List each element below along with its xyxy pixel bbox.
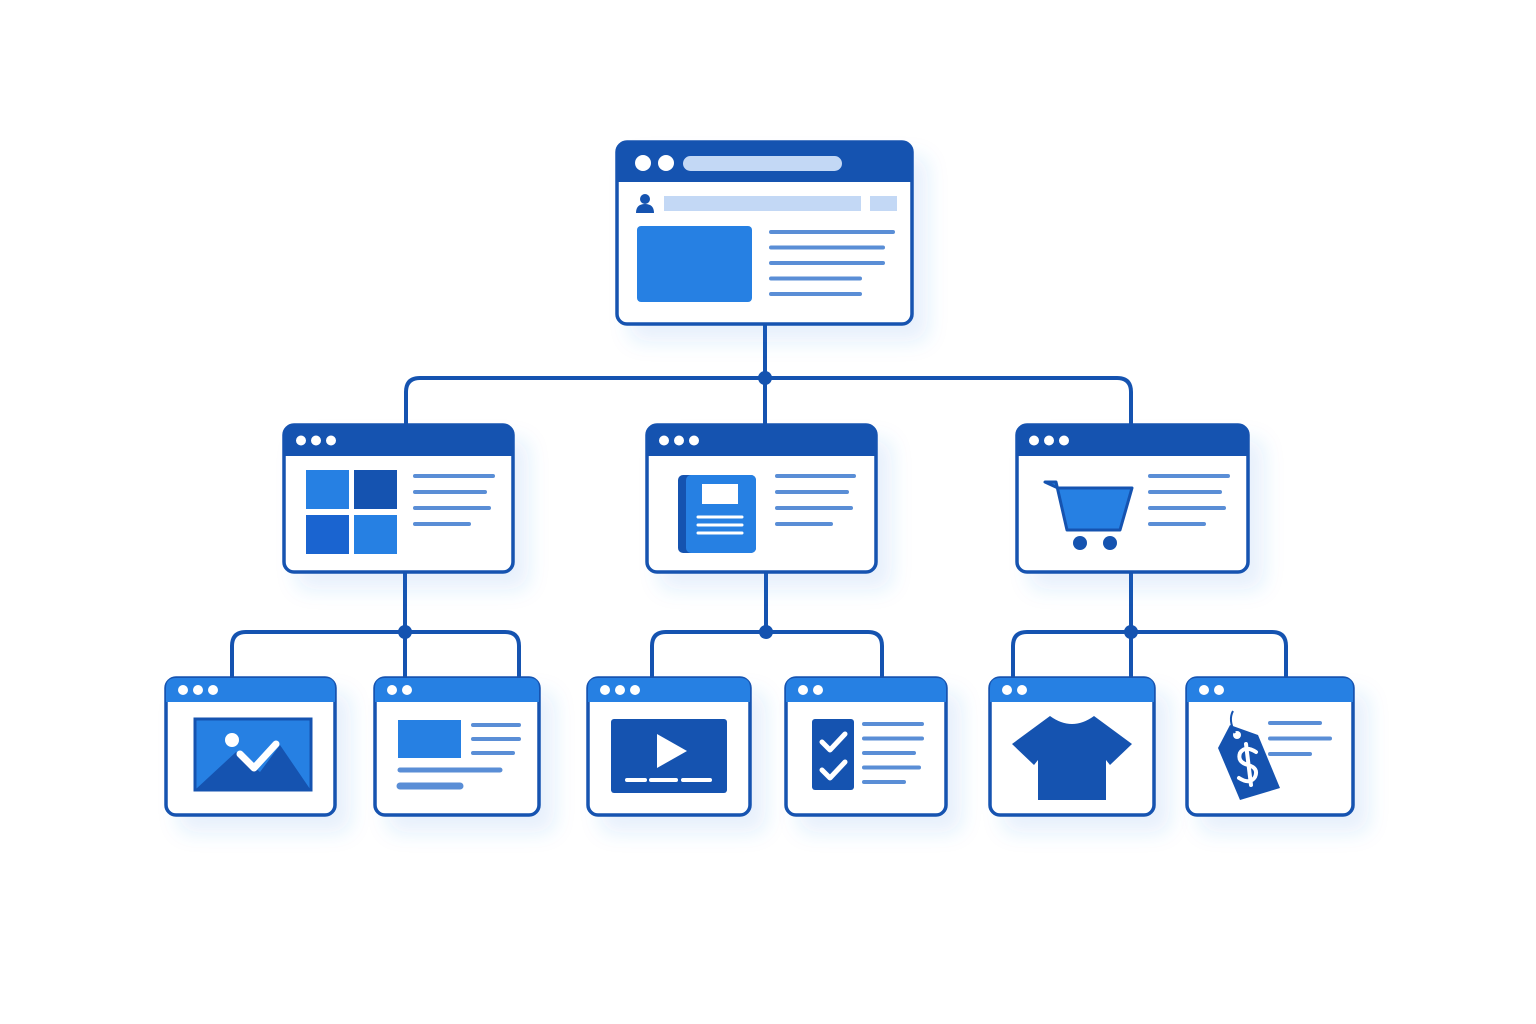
price-tag-icon: [1218, 710, 1280, 800]
window-control-dot: [1029, 435, 1039, 446]
window-control-dot: [798, 685, 808, 695]
window-control-dot: [600, 685, 610, 695]
cart-basket: [1043, 480, 1134, 532]
hero-image-block: [637, 226, 752, 302]
node-checklist: [784, 676, 948, 817]
window-control-dot: [326, 435, 336, 446]
window-control-dot: [1059, 435, 1069, 446]
window-control-dot: [689, 435, 699, 446]
search-bar: [664, 196, 861, 211]
cart-wheel: [1073, 536, 1087, 550]
window-title-bar: [990, 678, 1154, 702]
window-control-dot: [387, 685, 397, 695]
node-homepage: [615, 140, 914, 326]
connector-line: [230, 630, 521, 680]
grid-tile: [354, 470, 397, 509]
video-play-icon: [611, 719, 727, 793]
window-control-dot: [630, 685, 640, 695]
window-control-dot: [1044, 435, 1054, 446]
window-control-dot: [635, 155, 651, 171]
window-title-bar: [166, 678, 335, 702]
window-control-dot: [193, 685, 203, 695]
window-title-bar: [375, 678, 539, 702]
window-control-dot: [402, 685, 412, 695]
play-triangle: [657, 734, 687, 768]
window-title-bar: [588, 678, 750, 702]
window-control-dot: [658, 155, 674, 171]
node-product: [988, 676, 1156, 817]
check-mark: [819, 759, 848, 781]
tshirt-icon: [1012, 716, 1132, 800]
window-title-bar: [647, 425, 876, 456]
user-icon: [636, 194, 654, 213]
search-button: [870, 196, 897, 211]
junction-dot: [1124, 625, 1138, 639]
node-video: [586, 676, 752, 817]
article-image-block: [398, 720, 461, 758]
document-icon: [678, 475, 756, 553]
window-control-dot: [1002, 685, 1012, 695]
connector-line: [1011, 630, 1288, 680]
window-control-dot: [615, 685, 625, 695]
node-document: [645, 423, 878, 574]
window-title-bar: [1187, 678, 1353, 702]
check-mark: [236, 740, 280, 772]
node-pricing: [1185, 676, 1355, 817]
dollar-sign: [1237, 742, 1259, 787]
window-control-dot: [674, 435, 684, 446]
connector-line: [404, 376, 1133, 427]
tag-string: [1229, 710, 1236, 734]
window-control-dot: [659, 435, 669, 446]
grid-tile: [306, 515, 349, 554]
cart-wheel: [1103, 536, 1117, 550]
window-control-dot: [813, 685, 823, 695]
window-title-bar: [284, 425, 513, 456]
window-control-dot: [296, 435, 306, 446]
nodes: [164, 140, 1355, 817]
window-control-dot: [208, 685, 218, 695]
window-title-bar: [786, 678, 946, 702]
image-icon: [193, 717, 313, 792]
checklist-panel: [812, 719, 854, 790]
junction-dot: [759, 625, 773, 639]
image-sun: [225, 733, 239, 747]
user-head: [640, 194, 650, 204]
window-control-dot: [1017, 685, 1027, 695]
user-body: [636, 204, 654, 213]
grid-tile: [354, 515, 397, 554]
junction-dot: [398, 625, 412, 639]
check-mark: [819, 731, 848, 753]
document-header: [702, 484, 738, 504]
node-article: [373, 676, 541, 817]
node-category-grid: [282, 423, 515, 574]
grid-tile: [306, 470, 349, 509]
window-control-dot: [1199, 685, 1209, 695]
node-shop: [1015, 423, 1250, 574]
window-control-dot: [1214, 685, 1224, 695]
window-title-bar: [1017, 425, 1248, 456]
connectors: [230, 322, 1288, 680]
window-control-dot: [311, 435, 321, 446]
window-control-dot: [178, 685, 188, 695]
node-gallery: [164, 676, 337, 817]
checklist-icon: [812, 719, 854, 790]
grid-icon: [306, 470, 397, 554]
address-bar: [683, 156, 842, 171]
shopping-cart-icon: [1043, 480, 1134, 550]
junction-dot: [758, 371, 772, 385]
